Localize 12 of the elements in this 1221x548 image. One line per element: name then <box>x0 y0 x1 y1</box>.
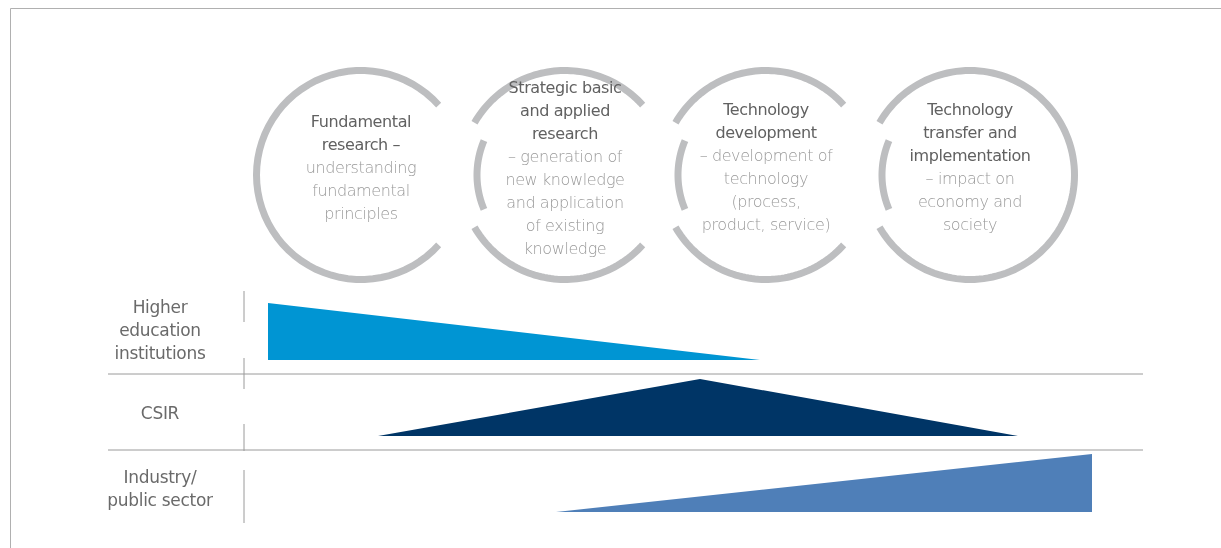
stage-description: understanding fundamental principles <box>304 157 418 225</box>
sector-label: Higher education institutions <box>113 296 207 365</box>
stage-heading: Technology transfer and implementation <box>908 99 1032 167</box>
peak-triangle <box>378 379 1018 436</box>
stage-heading: Strategic basic and applied research <box>507 77 623 145</box>
stage-description: – generation of new knowledge and application of existing knowledge <box>504 146 626 260</box>
sector-label: CSIR <box>139 402 181 425</box>
sector-label: Industry/ public sector <box>106 466 214 512</box>
stage-heading: Technology development <box>714 99 818 144</box>
stage-description: – impact on economy and society <box>916 168 1024 236</box>
stage-heading: Fundamental research – <box>309 111 413 156</box>
stage-description: – development of technology (process, product, service) <box>698 145 834 236</box>
